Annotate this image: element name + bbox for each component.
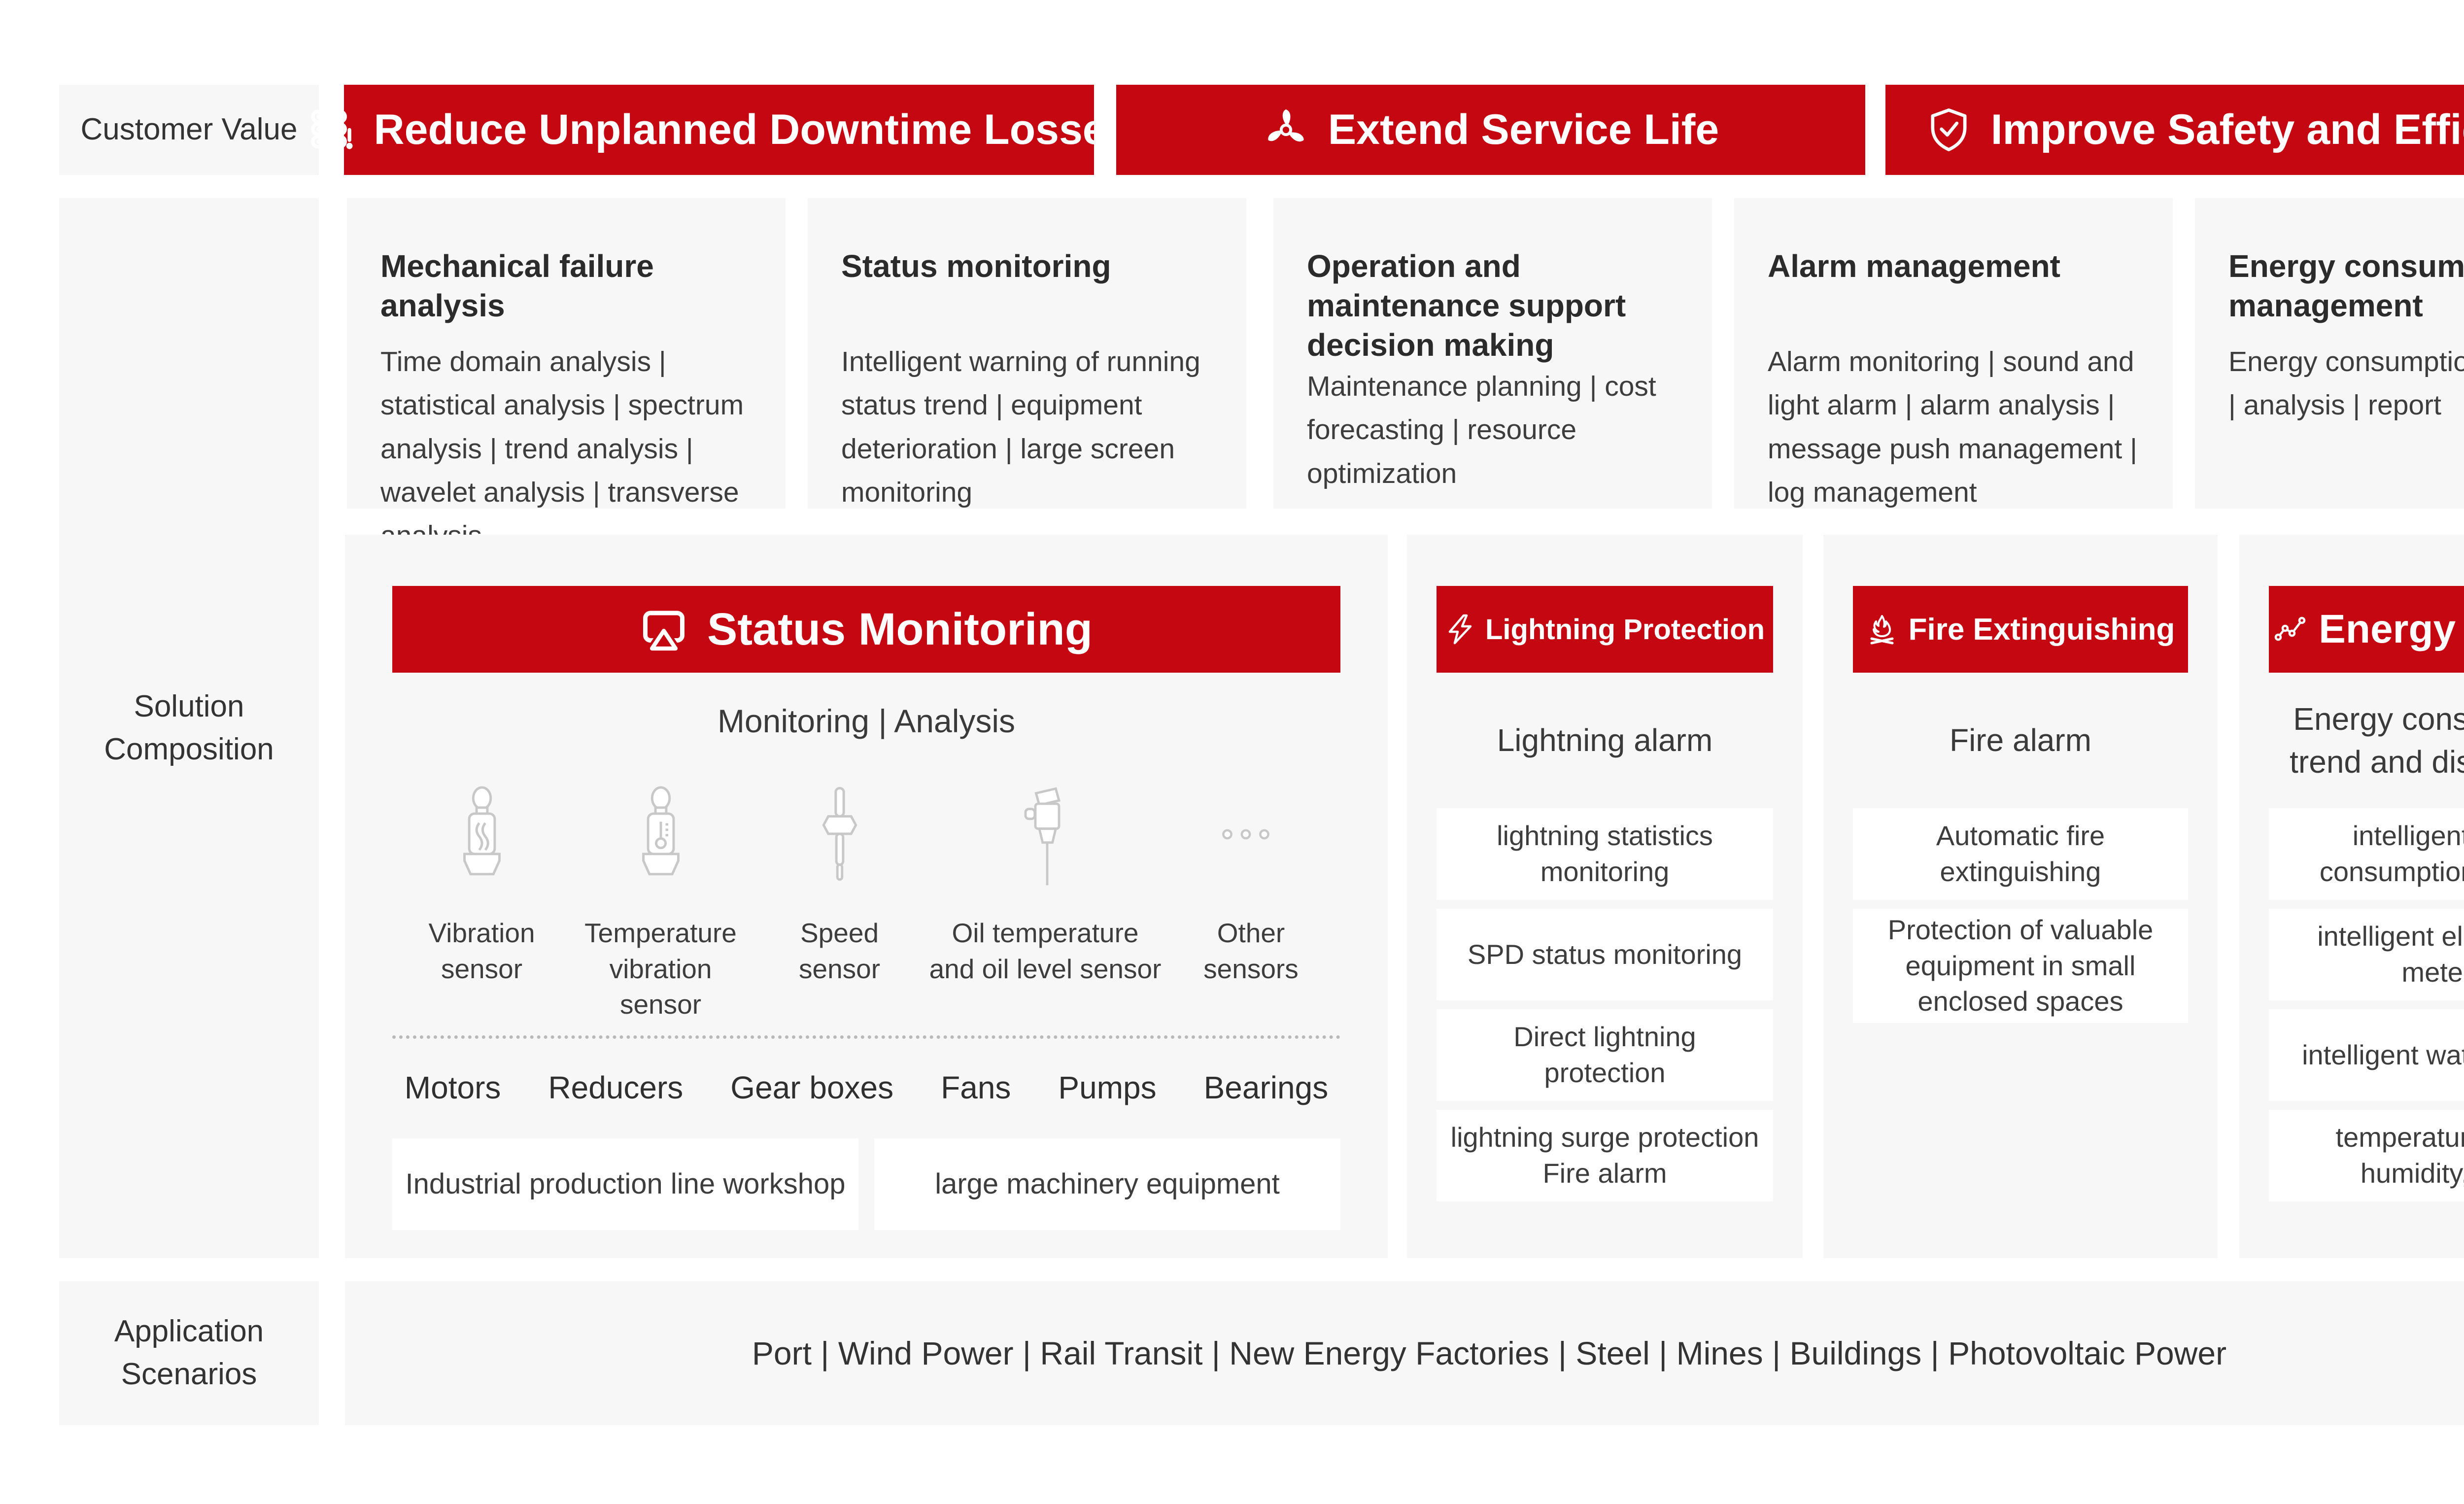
shield-check-icon (1931, 108, 1967, 151)
panel-item: intelligent water meter (2269, 1009, 2464, 1101)
customer-value-text: Customer Value (80, 112, 298, 147)
card-body: Energy consumption statistics | analysis… (2228, 346, 2464, 421)
sensor-row: Vibration sensor Temperature vibration s… (392, 768, 1340, 1023)
more-dots-icon (1211, 768, 1290, 900)
panel-item: intelligent fuel consumption meter (2269, 808, 2464, 900)
vibration-sensor-icon (445, 768, 519, 900)
panel-header-text: Energy Saving (2319, 607, 2464, 651)
card-title: Operation and maintenance support decisi… (1307, 248, 1626, 363)
application-box: Industrial production line workshop (392, 1138, 858, 1230)
sensor-oil: Oil temperature and oil level sensor (929, 768, 1162, 1023)
card-status-monitoring: Status monitoring Intelligent warning of… (808, 198, 1246, 509)
card-title: Status monitoring (841, 248, 1111, 284)
energy-saving-panel: Energy Saving Energy consumption trend a… (2239, 535, 2464, 1258)
sensor-other: Other sensors (1162, 768, 1340, 1023)
panel-item: SPD status monitoring (1437, 909, 1773, 1000)
sensor-label: Other sensors (1203, 918, 1299, 984)
panel-item: Direct lightning protection (1437, 1009, 1773, 1101)
application-box: large machinery equipment (874, 1138, 1340, 1230)
card-title: Alarm management (1768, 248, 2060, 284)
solution-composition-label: Solution Composition (59, 198, 319, 1258)
panel-item: lightning surge protection Fire alarm (1437, 1110, 1773, 1201)
equipment-item: Gear boxes (730, 1069, 894, 1105)
card-om-decision-making: Operation and maintenance support decisi… (1273, 198, 1712, 509)
lightning-alarm-subtitle: Lightning alarm (1497, 722, 1713, 758)
sensor-speed: Speed sensor (750, 768, 929, 1023)
fire-alarm-subtitle: Fire alarm (1949, 722, 2092, 758)
lightning-protection-panel: Lightning Protection Lightning alarm lig… (1407, 535, 1803, 1258)
customer-value-label: Customer Value (59, 85, 319, 175)
card-mechanical-failure-analysis: Mechanical failure analysis Time domain … (347, 198, 786, 551)
panel-item: lightning statistics monitoring (1437, 808, 1773, 900)
status-monitoring-panel: Status Monitoring Monitoring | Analysis … (345, 535, 1388, 1258)
panel-item: temperature and humidity, etc (2269, 1110, 2464, 1201)
banner-reduce-downtime: Reduce Unplanned Downtime Losses (310, 85, 1129, 175)
panel-item: intelligent electricity meter (2269, 909, 2464, 1000)
airplay-monitor-icon (643, 611, 685, 653)
card-alarm-management: Alarm management Alarm monitoring | soun… (1734, 198, 2173, 509)
fan-icon (1268, 109, 1304, 142)
banner-label: Improve Safety and Efficiency (1990, 106, 2464, 153)
equipment-item: Pumps (1058, 1069, 1157, 1105)
equipment-item: Bearings (1203, 1069, 1329, 1105)
trend-chart-icon (2274, 616, 2306, 641)
fire-extinguishing-header: Fire Extinguishing (1853, 586, 2188, 673)
card-body: Alarm monitoring | sound and light alarm… (1768, 346, 2137, 509)
card-body: Time domain analysis | statistical analy… (380, 346, 744, 551)
temperature-vibration-sensor-icon (624, 768, 698, 900)
panel-header-text: Fire Extinguishing (1908, 612, 2175, 647)
energy-trend-subtitle: Energy consumption trend and distributio… (2290, 701, 2464, 780)
application-scenarios-text: Application Scenarios (114, 1314, 264, 1391)
application-scenarios-bar: Port | Wind Power | Rail Transit | New E… (345, 1281, 2464, 1425)
application-boxes: Industrial production line workshop larg… (392, 1138, 1340, 1230)
scenarios-list: Port | Wind Power | Rail Transit | New E… (752, 1335, 2227, 1371)
equipment-row: Motors Reducers Gear boxes Fans Pumps Be… (392, 1069, 1340, 1106)
card-title: Energy consumption management (2228, 248, 2464, 323)
sensor-label: Vibration sensor (428, 918, 535, 984)
card-body: Maintenance planning | cost forecasting … (1307, 371, 1656, 489)
dotted-divider (392, 1035, 1340, 1039)
sensor-label: Speed sensor (798, 918, 881, 984)
equipment-item: Fans (941, 1069, 1011, 1105)
sensor-temperature-vibration: Temperature vibration sensor (571, 768, 750, 1023)
fire-extinguishing-panel: Fire Extinguishing Fire alarm Automatic … (1823, 535, 2218, 1258)
banner-label: Extend Service Life (1328, 106, 1719, 153)
sensor-label: Temperature vibration sensor (584, 918, 737, 1020)
sensor-vibration: Vibration sensor (392, 768, 571, 1023)
panel-header-text: Lightning Protection (1485, 613, 1765, 646)
equipment-item: Motors (404, 1069, 501, 1105)
panel-item: Automatic fire extinguishing (1853, 808, 2188, 900)
card-energy-consumption-management: Energy consumption management Energy con… (2195, 198, 2464, 509)
solution-composition-text: Solution Composition (104, 689, 274, 766)
panel-item: Protection of valuable equipment in smal… (1853, 909, 2188, 1023)
card-body: Intelligent warning of running status tr… (841, 346, 1200, 509)
lightning-protection-header: Lightning Protection (1437, 586, 1773, 673)
oil-sensor-icon (1006, 768, 1085, 900)
campfire-icon (1870, 615, 1894, 645)
banner-improve-safety: Improve Safety and Efficiency (1885, 85, 2464, 175)
sensor-label: Oil temperature and oil level sensor (929, 918, 1162, 984)
panel-header-text: Status Monitoring (707, 604, 1093, 654)
speed-sensor-icon (803, 768, 877, 900)
energy-saving-header: Energy Saving (2269, 586, 2464, 673)
card-title: Mechanical failure analysis (380, 248, 654, 323)
application-scenarios-label: Application Scenarios (59, 1281, 319, 1425)
status-monitoring-header: Status Monitoring (392, 586, 1340, 673)
equipment-item: Reducers (548, 1069, 684, 1105)
banner-label: Reduce Unplanned Downtime Losses (374, 106, 1130, 153)
banner-extend-service-life: Extend Service Life (1116, 85, 1865, 175)
server-stack-icon (310, 109, 353, 149)
lightning-icon (1448, 614, 1472, 645)
monitoring-analysis-subtitle: Monitoring | Analysis (717, 703, 1016, 739)
